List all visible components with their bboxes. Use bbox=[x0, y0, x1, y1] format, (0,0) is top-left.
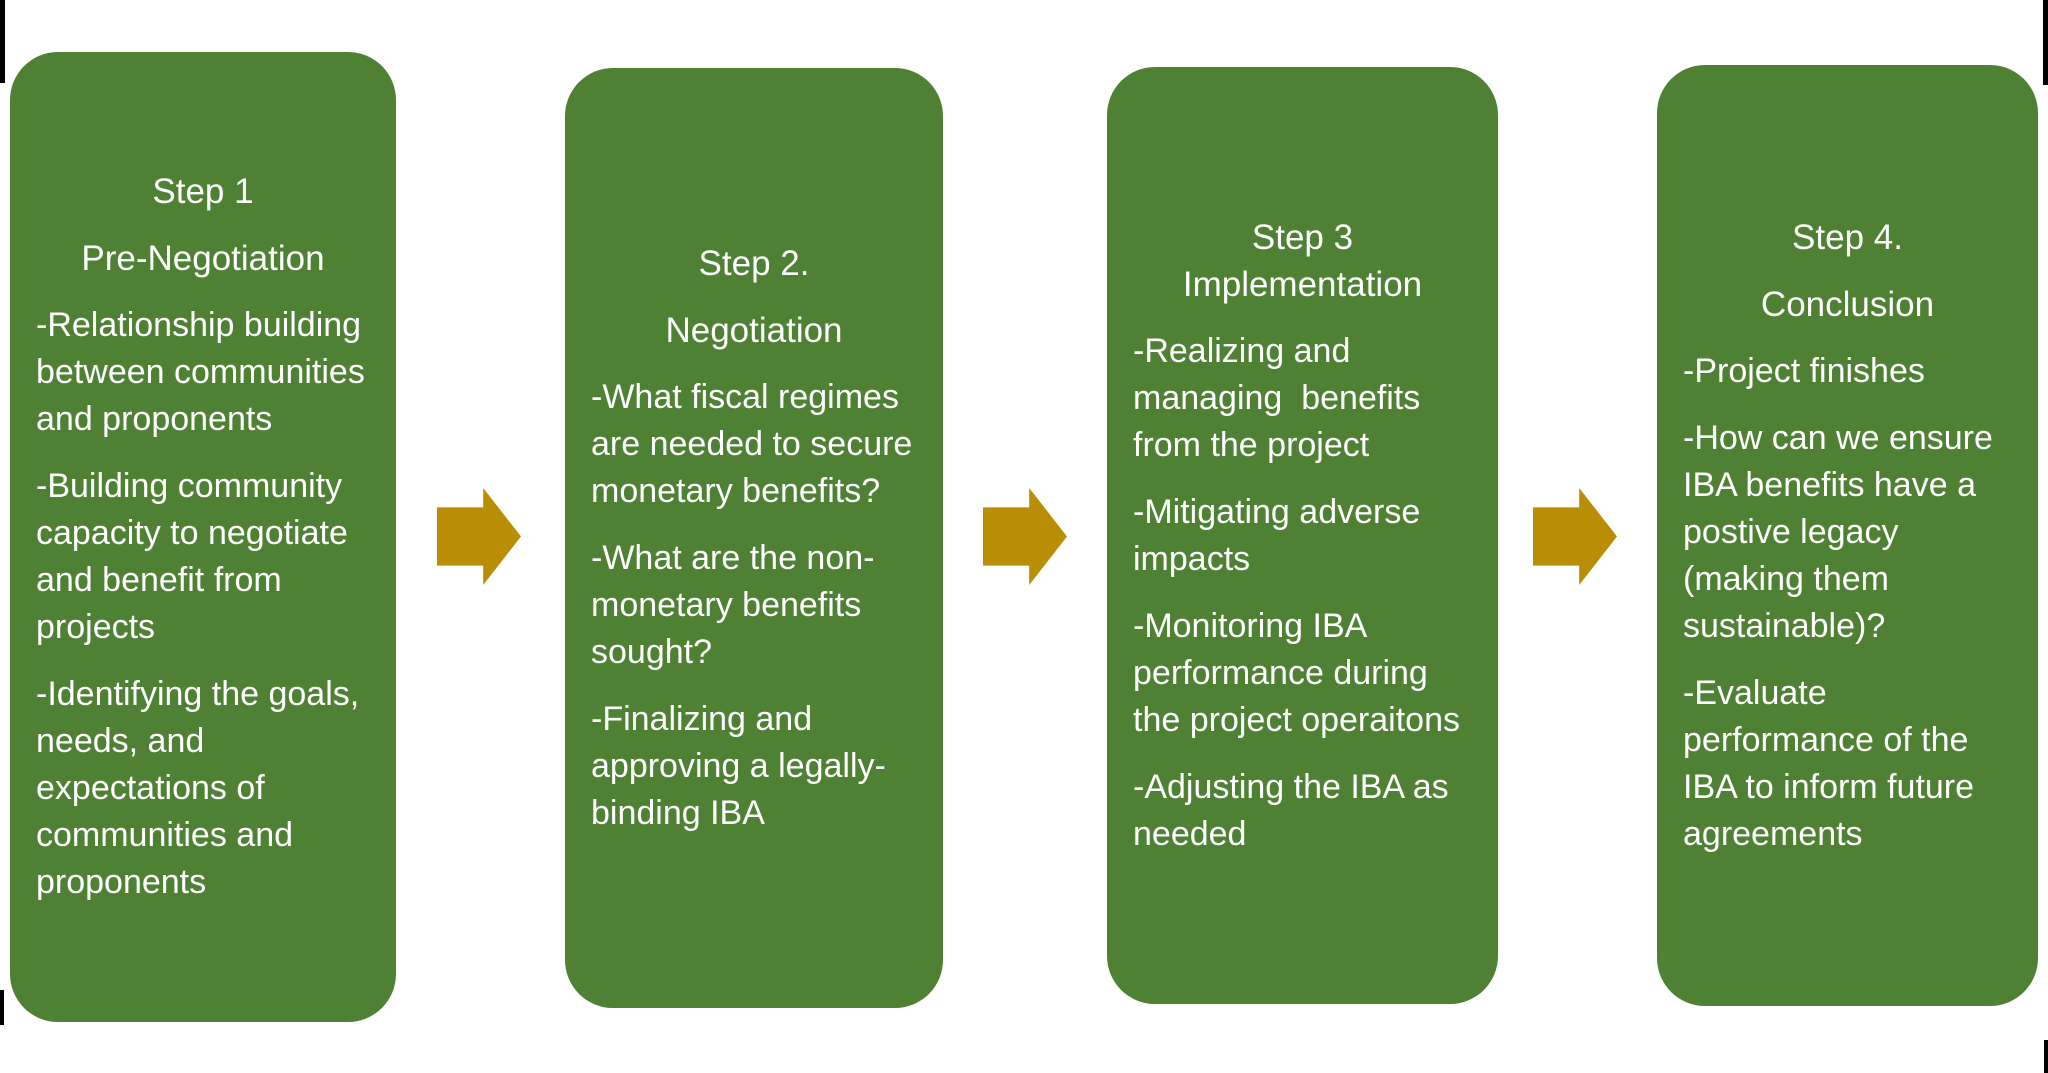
step-4-bullet: -How can we ensure IBA benefits have a p… bbox=[1683, 418, 2003, 645]
step-1-bullet: -Identifying the goals, needs, and expec… bbox=[36, 675, 369, 901]
right-arrow-icon bbox=[1533, 488, 1617, 585]
step-1-title: Step 1 bbox=[152, 172, 254, 211]
screen-edge-mark bbox=[0, 0, 5, 83]
step-3-header: Step 3 Implementation bbox=[1133, 214, 1472, 308]
step-4-subtitle: Conclusion bbox=[1760, 284, 1935, 324]
right-arrow-icon bbox=[983, 488, 1067, 585]
screen-edge-mark bbox=[0, 990, 4, 1025]
step-3-bullet: -Mitigating adverse impacts bbox=[1133, 492, 1430, 578]
step-3-title: Step 3 bbox=[1251, 217, 1354, 257]
step-4-header: Step 4. Conclusion bbox=[1683, 214, 2012, 328]
step-4-box: Step 4. Conclusion -Project finishes -Ho… bbox=[1657, 65, 2038, 1006]
right-arrow-icon bbox=[437, 488, 521, 585]
step-1-box: Step 1 Pre-Negotiation -Relationship bui… bbox=[10, 52, 396, 1022]
step-1-bullet: -Relationship building between communiti… bbox=[36, 306, 375, 438]
step-4-bullet: -Project finishes bbox=[1683, 351, 1925, 390]
step-3-box: Step 3 Implementation -Realizing and man… bbox=[1107, 67, 1498, 1004]
screen-edge-mark bbox=[2043, 0, 2048, 85]
step-3-bullet: -Realizing and managing benefits from th… bbox=[1133, 331, 1430, 464]
step-3-bullet: -Monitoring IBA performance during the p… bbox=[1133, 606, 1460, 739]
step-1-header: Step 1 Pre-Negotiation bbox=[36, 168, 370, 282]
screen-edge-mark bbox=[2044, 1040, 2048, 1073]
step-2-header: Step 2. Negotiation bbox=[591, 240, 917, 354]
step-1-subtitle: Pre-Negotiation bbox=[81, 239, 325, 278]
step-2-box: Step 2. Negotiation -What fiscal regimes… bbox=[565, 68, 943, 1008]
step-4-title: Step 4. bbox=[1792, 217, 1903, 257]
step-3-subtitle: Implementation bbox=[1182, 264, 1423, 304]
step-4-bullet: -Evaluate performance of the IBA to info… bbox=[1683, 673, 1984, 853]
step-1-bullet: -Building community capacity to negotiat… bbox=[36, 467, 358, 646]
step-2-bullet: -What fiscal regimes are needed to secur… bbox=[591, 377, 922, 510]
step-2-subtitle: Negotiation bbox=[665, 310, 843, 350]
step-3-bullet: -Adjusting the IBA as needed bbox=[1133, 767, 1459, 853]
step-2-bullet: -What are the non-monetary benefits soug… bbox=[591, 538, 875, 671]
step-2-title: Step 2. bbox=[698, 243, 810, 283]
step-2-bullet: -Finalizing and approving a legally-bind… bbox=[591, 699, 886, 832]
